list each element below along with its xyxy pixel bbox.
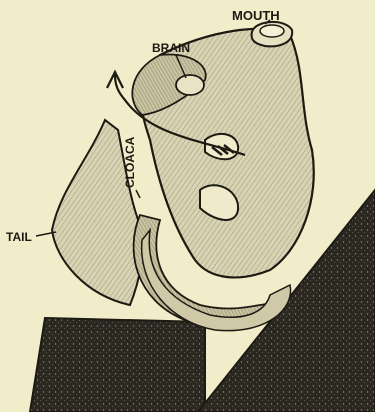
mouth-opening [260, 25, 284, 37]
label-mouth: MOUTH [232, 8, 280, 23]
label-tail: TAIL [6, 230, 32, 244]
brain [176, 75, 204, 95]
label-brain: BRAIN [152, 41, 190, 55]
cloaca-leader-line [136, 190, 140, 198]
substrate-rock [30, 318, 205, 412]
label-cloaca: CLOACA [123, 136, 137, 188]
